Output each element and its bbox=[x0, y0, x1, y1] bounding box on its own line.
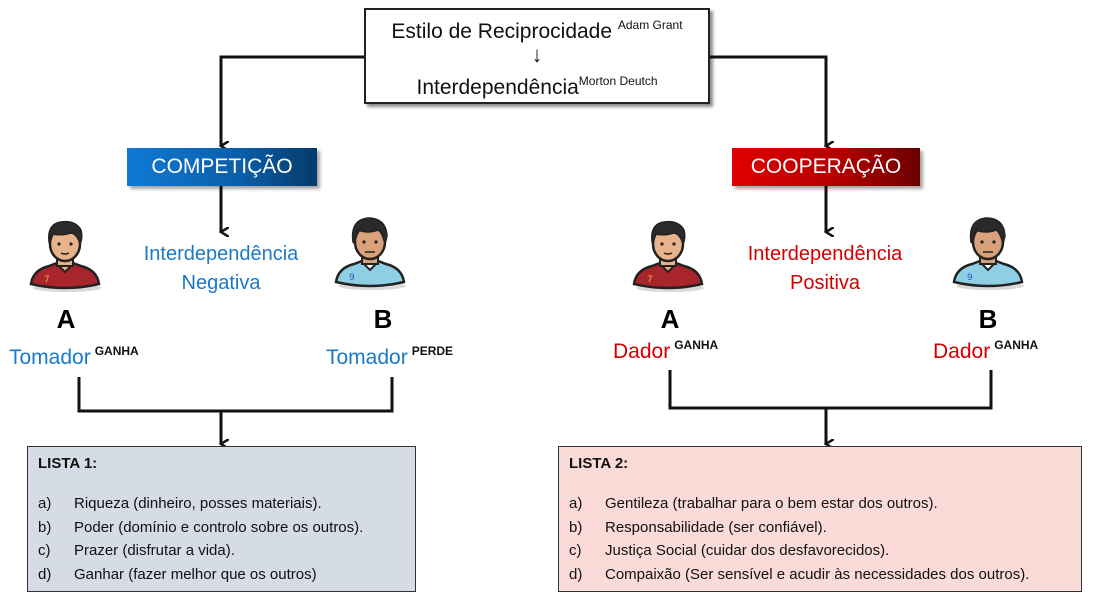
list-marker: b) bbox=[38, 518, 52, 536]
list-marker: b) bbox=[569, 518, 583, 536]
list-item: c) Justiça Social (cuidar dos desfavoreci… bbox=[569, 539, 1071, 563]
list-marker: d) bbox=[38, 565, 52, 583]
list-marker: c) bbox=[569, 542, 582, 559]
bracket-cooperation bbox=[668, 370, 993, 410]
connector-top-to-competition bbox=[221, 55, 364, 146]
negative-interdependence-label: Interdependência Negativa bbox=[126, 240, 316, 298]
reciprocity-style-box: Estilo de Reciprocidade Adam Grant ↓ Int… bbox=[364, 8, 710, 104]
citation-adam-grant: Adam Grant bbox=[617, 18, 683, 32]
list-item-text: Justiça Social (cuidar dos desfavorecido… bbox=[605, 542, 890, 559]
svg-text:9: 9 bbox=[349, 273, 355, 283]
outcome-badge: GANHA bbox=[94, 344, 139, 358]
cooperation-player-b-letter: B bbox=[978, 304, 998, 334]
list-2-box: LISTA 2: a) Gentileza (trabalhar para o b… bbox=[558, 446, 1082, 592]
list-2-title: LISTA 2: bbox=[569, 455, 629, 472]
player-a-avatar-icon: 7 bbox=[630, 214, 706, 294]
list-item: d) Ganhar (fazer melhor que os outros) bbox=[38, 563, 405, 587]
player-b-avatar-icon: 9 bbox=[332, 212, 408, 292]
svg-text:9: 9 bbox=[967, 273, 973, 283]
down-arrow-icon: ↓ bbox=[531, 42, 543, 67]
cooperation-header: COOPERAÇÃO bbox=[732, 148, 920, 186]
interdependence-title: InterdependênciaMorton Deutch bbox=[366, 74, 708, 100]
list-item-text: Gentileza (trabalhar para o bem estar do… bbox=[605, 495, 938, 512]
list-item: d) Compaixão (Ser sensível e acudir às ne… bbox=[569, 563, 1071, 587]
list-marker: a) bbox=[569, 495, 583, 512]
list-marker: a) bbox=[38, 495, 52, 512]
positive-interdependence-label: Interdependência Positiva bbox=[730, 240, 920, 298]
bracket-competition bbox=[77, 377, 394, 413]
competition-header: COMPETIÇÃO bbox=[127, 148, 317, 186]
connector-top-to-cooperation bbox=[710, 55, 826, 146]
role-label: Tomador bbox=[9, 346, 91, 369]
svg-text:7: 7 bbox=[647, 275, 653, 285]
player-b-avatar-icon: 9 bbox=[950, 212, 1026, 292]
negative-interdependence-line1: Interdependência bbox=[143, 243, 299, 265]
list-item: a) Riqueza (dinheiro, posses materiais). bbox=[38, 492, 405, 516]
list-1-title: LISTA 1: bbox=[38, 455, 98, 472]
outcome-badge: GANHA bbox=[674, 338, 719, 352]
player-a-avatar-icon: 7 bbox=[27, 214, 103, 294]
list-item-text: Responsabilidade (ser confiável). bbox=[605, 518, 827, 536]
svg-text:7: 7 bbox=[44, 275, 50, 285]
citation-morton-deutch: Morton Deutch bbox=[578, 74, 658, 88]
list-item-text: Prazer (disfrutar a vida). bbox=[74, 542, 235, 559]
list-item-text: Ganhar (fazer melhor que os outros) bbox=[74, 565, 317, 583]
list-item-text: Riqueza (dinheiro, posses materiais). bbox=[74, 495, 322, 512]
positive-interdependence-line1: Interdependência bbox=[747, 243, 903, 265]
outcome-badge: GANHA bbox=[994, 338, 1039, 352]
competition-player-a-letter: A bbox=[56, 304, 76, 334]
interdependence-label: Interdependência bbox=[416, 76, 579, 99]
reciprocity-style-title: Estilo de Reciprocidade Adam Grant bbox=[366, 18, 708, 44]
list-item: b) Responsabilidade (ser confiável). bbox=[569, 516, 1071, 540]
list-1-box: LISTA 1: a) Riqueza (dinheiro, posses mat… bbox=[27, 446, 416, 592]
list-marker: d) bbox=[569, 565, 583, 583]
list-item-text: Compaixão (Ser sensível e acudir às nece… bbox=[605, 565, 1030, 583]
list-item: b) Poder (domínio e controlo sobre os out… bbox=[38, 516, 405, 540]
negative-interdependence-line2: Negativa bbox=[181, 272, 261, 294]
role-label: Dador bbox=[613, 340, 671, 363]
competition-player-b-letter: B bbox=[373, 304, 393, 334]
outcome-badge: PERDE bbox=[411, 344, 454, 358]
positive-interdependence-line2: Positiva bbox=[789, 272, 861, 294]
list-item: a) Gentileza (trabalhar para o bem estar … bbox=[569, 492, 1071, 516]
role-label: Tomador bbox=[326, 346, 408, 369]
cooperation-player-a-letter: A bbox=[660, 304, 680, 334]
list-item: c) Prazer (disfrutar a vida). bbox=[38, 539, 405, 563]
role-label: Dador bbox=[933, 340, 991, 363]
reciprocity-style-label: Estilo de Reciprocidade bbox=[391, 20, 613, 43]
list-marker: c) bbox=[38, 542, 51, 559]
list-item-text: Poder (domínio e controlo sobre os outro… bbox=[74, 518, 364, 536]
